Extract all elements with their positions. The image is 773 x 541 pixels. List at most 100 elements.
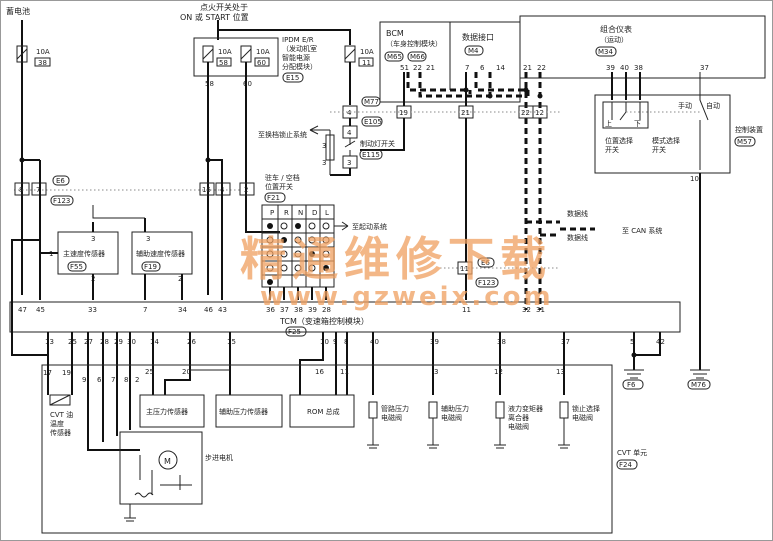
svg-text:E6: E6: [481, 259, 490, 267]
svg-text:8: 8: [124, 376, 128, 384]
svg-text:8: 8: [19, 186, 23, 194]
combo-meter-box: [519, 15, 766, 79]
svg-text:辅助压力传感器: 辅助压力传感器: [219, 407, 268, 416]
combo-meter-id: M34: [598, 48, 613, 56]
stepper-motor-box: [119, 431, 203, 505]
brake-switch-label: 制动灯开关: [360, 139, 395, 148]
svg-text:39: 39: [430, 338, 439, 346]
svg-text:P: P: [270, 209, 274, 217]
rom-box: [289, 394, 355, 428]
svg-text:3: 3: [146, 235, 150, 243]
motor-symbol: M: [164, 457, 171, 466]
data-link-id: M4: [468, 47, 479, 55]
svg-text:39: 39: [606, 64, 615, 72]
svg-text:锁止选择: 锁止选择: [572, 404, 600, 413]
mode-sel-label-2: 开关: [652, 145, 666, 154]
svg-text:5: 5: [630, 338, 634, 346]
stepper-label: 步进电机: [205, 453, 233, 462]
sec-speed-label: 辅助速度传感器: [136, 249, 185, 258]
main-speed-id: F55: [70, 263, 83, 271]
svg-text:25: 25: [145, 368, 154, 376]
svg-text:F123: F123: [478, 279, 495, 287]
ground-f6: F6: [622, 369, 644, 390]
pos-sel-label-1: 位置选择: [605, 136, 633, 145]
park-switch-positions: P R N D L: [270, 209, 329, 217]
svg-text:22: 22: [413, 64, 422, 72]
svg-text:M76: M76: [691, 381, 706, 389]
can-to-label: 至 CAN 系统: [622, 226, 662, 235]
control-device-box: [594, 94, 731, 174]
svg-text:9: 9: [82, 376, 86, 384]
svg-text:21: 21: [523, 64, 532, 72]
svg-text:31: 31: [536, 306, 545, 314]
bcm-label-1: BCM: [386, 29, 404, 38]
ipdm-id: E15: [286, 74, 299, 82]
can-h-label: 数据线: [567, 209, 588, 218]
svg-text:30: 30: [127, 338, 136, 346]
svg-text:3: 3: [347, 159, 351, 167]
watermark-cn: 精通维修下载: [240, 232, 552, 286]
ipdm-label-2: （发动机室: [282, 44, 317, 53]
watermark-url: www.gzweix.com: [260, 282, 554, 312]
svg-text:10A: 10A: [218, 48, 232, 56]
svg-text:3: 3: [322, 159, 326, 167]
svg-text:14: 14: [496, 64, 505, 72]
svg-text:46: 46: [204, 306, 213, 314]
pos-sel-label-2: 开关: [605, 145, 619, 154]
svg-text:21: 21: [461, 109, 470, 117]
park-switch-label-2: 位置开关: [265, 182, 293, 191]
svg-text:38: 38: [294, 306, 303, 314]
svg-text:26: 26: [187, 338, 196, 346]
tcm-box: [9, 301, 681, 333]
ground-m76: M76: [687, 369, 711, 390]
svg-text:37: 37: [561, 338, 570, 346]
svg-text:12: 12: [535, 109, 544, 117]
svg-text:43: 43: [218, 306, 227, 314]
svg-text:34: 34: [178, 306, 187, 314]
svg-text:32: 32: [522, 306, 531, 314]
mode-sel-label-1: 模式选择: [652, 136, 680, 145]
control-device-id: M57: [737, 138, 752, 146]
svg-text:液力变矩器: 液力变矩器: [508, 404, 543, 413]
svg-text:37: 37: [700, 64, 709, 72]
svg-text:6: 6: [97, 376, 102, 384]
svg-text:7: 7: [36, 186, 40, 194]
svg-text:29: 29: [114, 338, 123, 346]
svg-text:手动: 手动: [678, 101, 692, 110]
sec-speed-sensor-box: [131, 231, 193, 275]
svg-text:38: 38: [497, 338, 506, 346]
svg-text:45: 45: [36, 306, 45, 314]
tcm-label: TCM（变速箱控制模块）: [279, 316, 369, 326]
combo-meter-label-1: 组合仪表: [600, 24, 632, 34]
svg-text:电磁阀: 电磁阀: [572, 413, 593, 422]
data-link-label: 数据接口: [462, 32, 494, 42]
svg-text:21: 21: [426, 64, 435, 72]
svg-text:自动: 自动: [706, 101, 720, 110]
svg-text:3: 3: [434, 368, 438, 376]
svg-text:16: 16: [315, 368, 324, 376]
svg-text:60: 60: [243, 80, 252, 88]
to-start-label: 至起动系统: [352, 222, 387, 231]
svg-text:36: 36: [266, 306, 275, 314]
svg-text:主压力传感器: 主压力传感器: [146, 407, 188, 416]
torque-converter-valve: 液力变矩器 离合器 电磁阀: [494, 401, 543, 449]
svg-text:51: 51: [400, 64, 409, 72]
svg-text:13: 13: [556, 368, 565, 376]
svg-text:10: 10: [690, 175, 699, 183]
cvt-unit-id: F24: [619, 461, 632, 469]
svg-text:15: 15: [202, 186, 211, 194]
svg-text:电磁阀: 电磁阀: [381, 413, 402, 422]
cvt-temp-label-3: 传感器: [50, 428, 71, 437]
ipdm-box: [193, 37, 279, 77]
svg-text:11: 11: [340, 368, 349, 376]
svg-text:2: 2: [135, 376, 139, 384]
svg-text:14: 14: [150, 338, 159, 346]
ipdm-label-4: 分配模块）: [282, 62, 317, 71]
park-switch-grid: [262, 205, 334, 287]
svg-text:3: 3: [322, 142, 326, 150]
svg-text:电磁阀: 电磁阀: [508, 422, 529, 431]
svg-text:10A: 10A: [256, 48, 270, 56]
svg-text:辅助压力: 辅助压力: [441, 404, 469, 413]
svg-text:28: 28: [322, 306, 331, 314]
svg-text:13: 13: [45, 338, 54, 346]
